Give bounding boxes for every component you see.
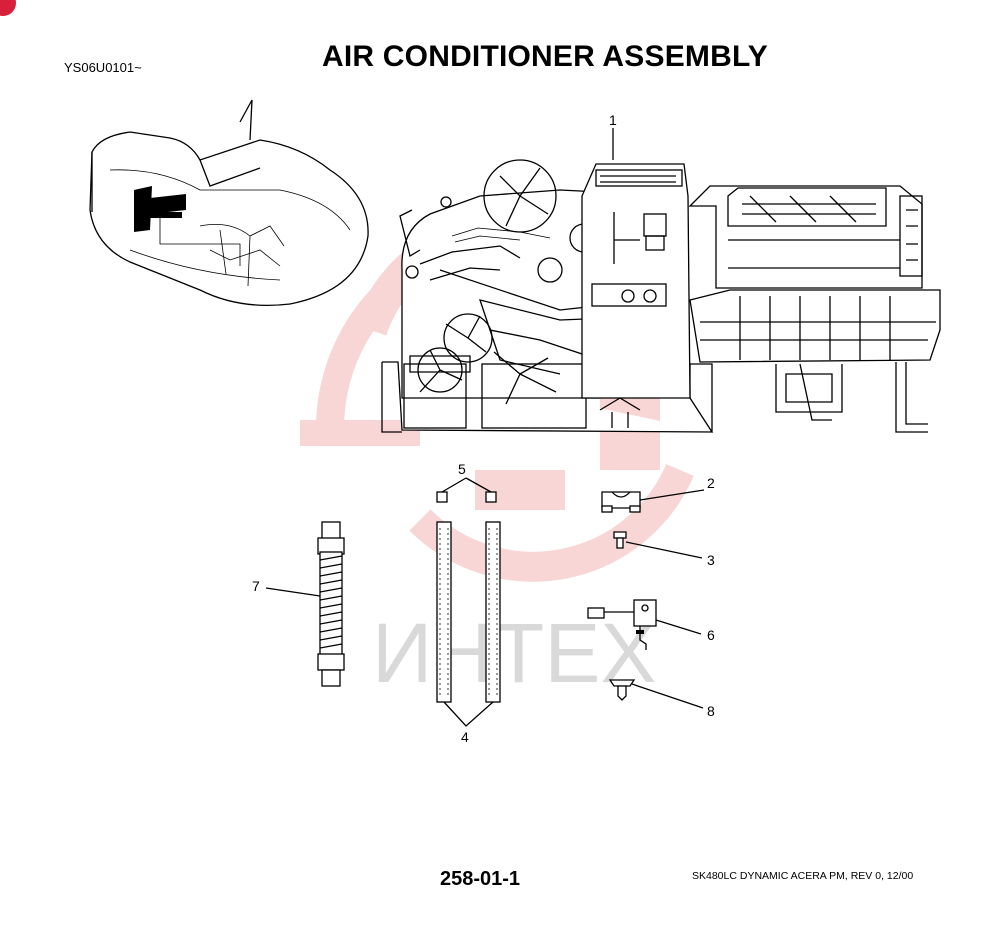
part-3-screw (613, 531, 627, 549)
leader-lines (265, 128, 705, 727)
callout-4: 4 (461, 729, 469, 745)
inset-ac-unit-highlight (134, 186, 285, 287)
part-7-flex-hose (317, 521, 345, 687)
air-conditioner-unit-drawing (381, 159, 941, 433)
watermark-text: ИНТЕХ (372, 606, 656, 700)
part-6-sensor-switch (587, 599, 657, 650)
callout-5: 5 (458, 461, 466, 477)
callout-2: 2 (707, 475, 715, 491)
serial-range: YS06U0101~ (64, 60, 142, 75)
callout-7: 7 (252, 578, 260, 594)
part-2-bracket (601, 491, 641, 513)
part-5-pads (436, 491, 497, 503)
machine-overview-inset (89, 99, 369, 307)
callout-3: 3 (707, 552, 715, 568)
page-number: 258-01-1 (440, 868, 521, 890)
part-8-clip (608, 679, 636, 701)
document-reference: SK480LC DYNAMIC ACERA PM, REV 0, 12/00 (692, 870, 914, 882)
page-title: AIR CONDITIONER ASSEMBLY (322, 40, 768, 73)
corner-badge (0, 0, 16, 16)
callout-1: 1 (609, 112, 617, 128)
callout-8: 8 (707, 703, 715, 719)
callout-6: 6 (707, 627, 715, 643)
part-4-seal-strips (436, 521, 501, 703)
